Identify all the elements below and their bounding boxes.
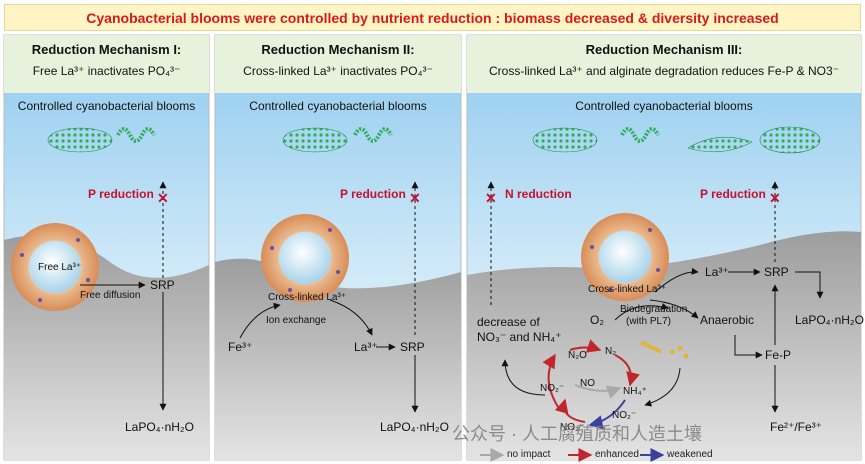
legend-no-impact: no impact [507, 449, 551, 460]
n-cycle-n2o: N₂O [568, 350, 587, 361]
panel-1-arrows: ✕ [80, 181, 169, 411]
svg-text:✕: ✕ [485, 190, 497, 206]
panel-3-anaerobic: Anaerobic [700, 313, 755, 327]
legend-enhanced: enhanced [595, 449, 639, 460]
panel-1-product: LaPO₄·nH₂O [125, 420, 194, 434]
panel-2-product: LaPO₄·nH₂O [380, 420, 449, 434]
panel-3-decrease-line1: decrease of [477, 315, 540, 329]
panel-3-p-reduction: P reduction [700, 187, 766, 201]
panel-2-title: Reduction Mechanism II: [261, 42, 415, 57]
panel-1-p-reduction: P reduction [88, 187, 154, 201]
panel-2-bead-label: Cross-linked La³⁺ [268, 292, 347, 303]
panel-3-la: La³⁺ [705, 265, 729, 279]
panel-2-la: La³⁺ [354, 340, 378, 354]
panel-3-fep: Fe-P [765, 348, 792, 362]
bead-3 [581, 213, 669, 301]
panel-1-subtitle: Free La³⁺ inactivates PO₄³⁻ [32, 64, 181, 78]
panel-1-srp: SRP [150, 278, 175, 292]
banner-text: Cyanobacterial blooms were controlled by… [86, 10, 779, 26]
panel-3-subtitle: Cross-linked La³⁺ and alginate degradati… [489, 64, 839, 78]
panel-1-title: Reduction Mechanism I: [31, 42, 182, 57]
banner: Cyanobacterial blooms were controlled by… [4, 4, 861, 31]
bead-1 [11, 223, 99, 311]
panel-3-product: LaPO₄·nH₂O [795, 313, 864, 327]
svg-text:✕: ✕ [769, 190, 781, 206]
nitrogen-cycle [542, 339, 640, 430]
svg-text:✕: ✕ [409, 190, 421, 206]
legend-weakened: weakened [667, 449, 713, 460]
cyanobacteria-colonies [47, 126, 821, 154]
n-cycle-no: NO [580, 378, 595, 389]
panel-3-o2: O₂ [590, 313, 604, 327]
panel-2-p-reduction: P reduction [340, 187, 406, 201]
bead-2 [261, 214, 349, 302]
n-cycle-no2: NO₂⁻ [540, 383, 565, 394]
panel-3-bead-label: Cross-linked La³⁺ [588, 284, 667, 295]
panel-3-srp: SRP [764, 265, 789, 279]
n-cycle-n2: N₂ [605, 346, 617, 357]
panel-3-title: Reduction Mechanism III: [585, 42, 743, 57]
panel-2-srp: SRP [400, 340, 425, 354]
panel-3-n-reduction: N reduction [505, 187, 572, 201]
panel-2-blooms-label: Controlled cyanobacterial blooms [249, 99, 427, 113]
panel-1-free-diffusion: Free diffusion [80, 290, 141, 301]
svg-text:✕: ✕ [157, 190, 169, 206]
panel-3-fe-end: Fe²⁺/Fe³⁺ [770, 420, 823, 434]
n-cycle-nh4: NH₄⁺ [623, 386, 647, 397]
panel-3-blooms-label: Controlled cyanobacterial blooms [575, 99, 753, 113]
n-cycle-no3: NO₃⁻ [560, 422, 585, 433]
pl7-enzyme-icon [640, 340, 689, 359]
panel-2-fe: Fe³⁺ [228, 340, 253, 354]
panel-3-biodegradation: Biodegradation [620, 304, 688, 315]
panel-1-blooms-label: Controlled cyanobacterial blooms [17, 99, 196, 113]
panel-3-decrease-line2: NO₃⁻ and NH₄⁺ [477, 330, 562, 344]
watermark: 公众号 · 人工腐殖质和人造土壤 [452, 424, 702, 444]
panel-2-ion-exchange: Ion exchange [266, 315, 327, 326]
panel-2-arrows: ✕ [239, 181, 421, 413]
panel-1-bead-label: Free La³⁺ [38, 262, 82, 273]
panel-3-arrows: ✕ ✕ [485, 181, 824, 413]
panel-3-with-pl7: (with PL7) [626, 316, 672, 327]
panel-2-subtitle: Cross-linked La³⁺ inactivates PO₄³⁻ [243, 64, 433, 78]
n-cycle-no2b: NO₂⁻ [612, 410, 637, 421]
